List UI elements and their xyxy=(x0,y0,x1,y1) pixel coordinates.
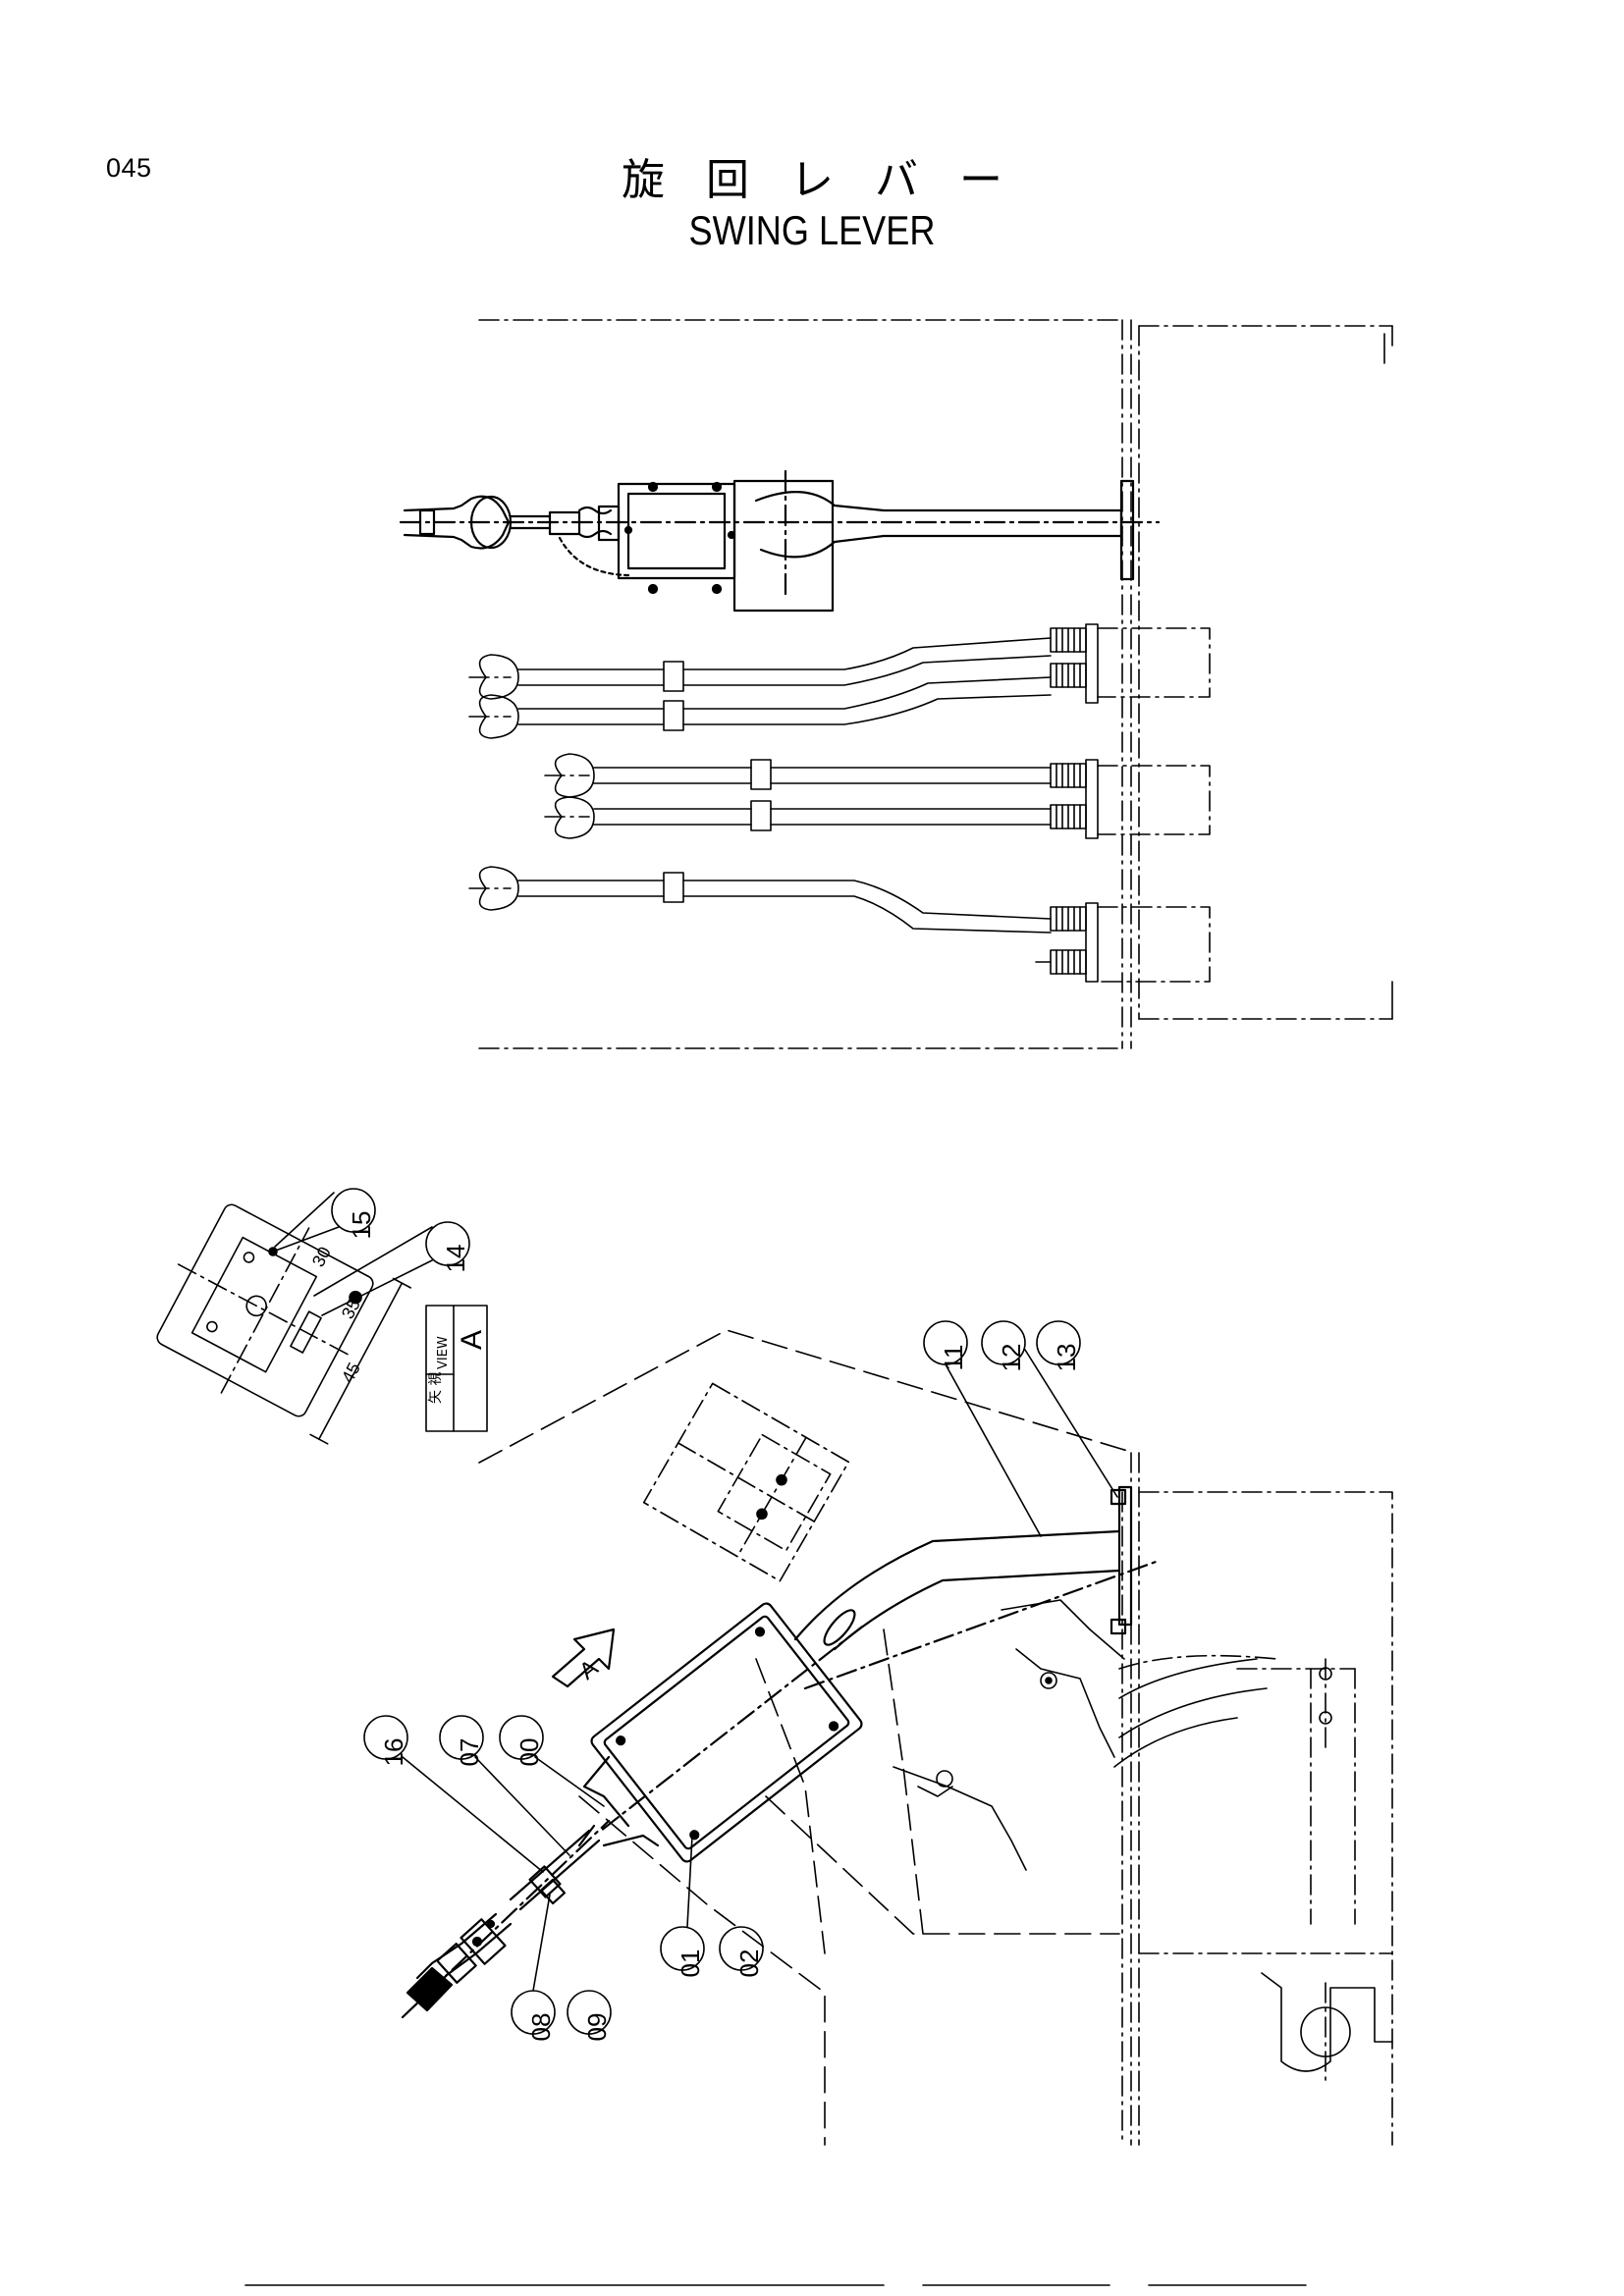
bellows-group-1 xyxy=(1050,623,1211,704)
callout-12 xyxy=(981,1320,1026,1365)
callout-label-08: 08 xyxy=(526,2013,556,2042)
bellows-group-2 xyxy=(1050,759,1211,839)
control-rods xyxy=(468,623,1211,983)
linkage xyxy=(893,1599,1268,1871)
dimension-30: 30 xyxy=(308,1244,335,1270)
view-arrow-a xyxy=(551,1628,616,1688)
callout-02 xyxy=(719,1926,764,1971)
callout-13 xyxy=(1024,1320,1118,1498)
title-japanese: 旋 回 レ バ ー xyxy=(622,155,1016,205)
callout-16 xyxy=(363,1715,544,1873)
callout-00 xyxy=(499,1715,605,1807)
callout-14 xyxy=(321,1221,470,1316)
callout-label-14: 14 xyxy=(441,1245,470,1273)
callout-labels: 15 14 11 12 13 16 07 00 01 02 08 09 xyxy=(347,1211,1081,2042)
dimension-45: 45 xyxy=(338,1360,364,1386)
lever-assembly-top xyxy=(399,469,1161,613)
callout-09 xyxy=(567,1990,612,2035)
view-a-detail: 30 35 45 xyxy=(156,1192,433,1445)
callout-label-15: 15 xyxy=(347,1211,376,1240)
top-view xyxy=(399,319,1393,1049)
callout-08 xyxy=(511,1894,556,2035)
callout-label-16: 16 xyxy=(379,1738,408,1767)
title-block: 旋 回 レ バ ー SWING LEVER xyxy=(0,155,1624,255)
side-view: A xyxy=(401,1329,1393,2146)
view-label-box xyxy=(425,1305,488,1432)
title-english: SWING LEVER xyxy=(688,207,936,253)
cab-outline xyxy=(478,1329,1393,2146)
callout-label-02: 02 xyxy=(734,1949,764,1978)
view-label-letter: A xyxy=(456,1330,488,1350)
callout-label-09: 09 xyxy=(582,2013,612,2042)
page-number: 045 xyxy=(106,153,152,183)
callout-label-00: 00 xyxy=(514,1738,544,1767)
callout-07 xyxy=(439,1715,570,1856)
lever-assembly-side xyxy=(401,1485,1161,2019)
callout-01 xyxy=(660,1835,705,1971)
callout-label-01: 01 xyxy=(676,1949,705,1978)
callout-11 xyxy=(923,1320,1042,1537)
callout-label-12: 12 xyxy=(997,1344,1026,1372)
view-label-kanji: 矢 視 xyxy=(428,1372,444,1404)
callouts xyxy=(268,1188,1118,2035)
dashed-bracket xyxy=(642,1382,850,1582)
callout-label-11: 11 xyxy=(939,1345,968,1371)
bellows-group-3 xyxy=(1035,902,1211,983)
top-frame xyxy=(478,319,1393,1049)
view-label-view: VIEW xyxy=(436,1336,451,1369)
callout-label-07: 07 xyxy=(455,1738,484,1767)
callout-label-13: 13 xyxy=(1052,1344,1081,1372)
callout-15 xyxy=(268,1188,376,1256)
